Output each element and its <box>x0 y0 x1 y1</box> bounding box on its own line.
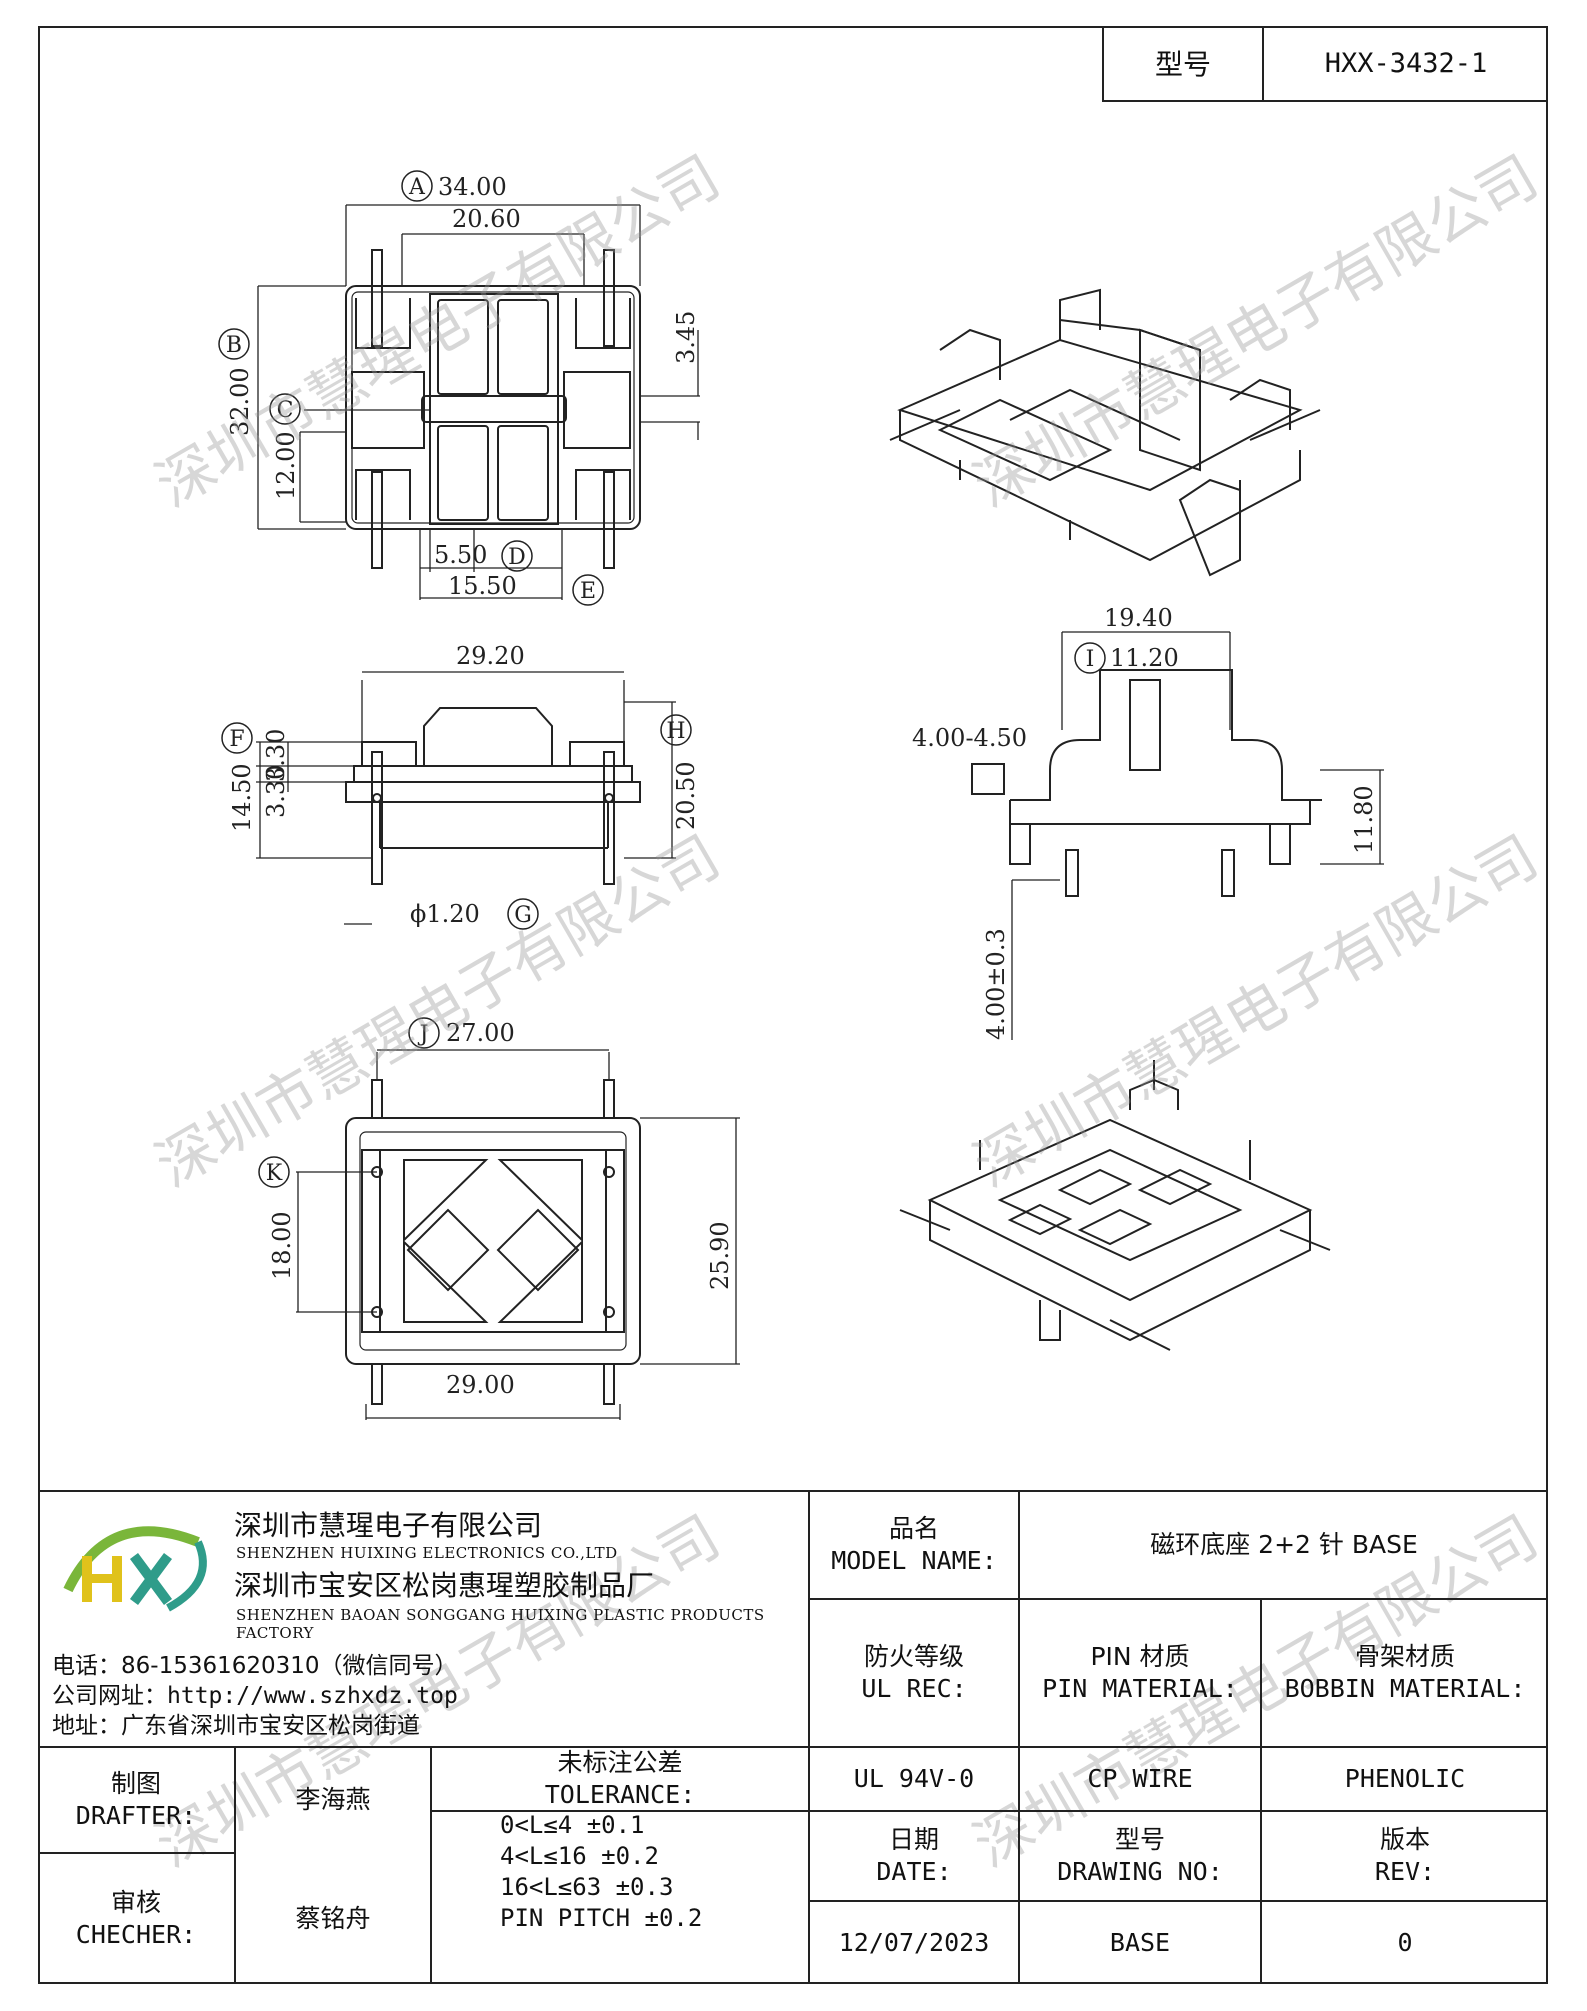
company-name-cn: 深圳市慧瑆电子有限公司 <box>234 1509 543 1542</box>
dim-c: 12.00 <box>272 431 300 500</box>
dim-f2: 3.30 <box>262 765 290 818</box>
bobbin-material-label: 骨架材质 BOBBIN MATERIAL: <box>1284 1642 1526 1703</box>
company-address: 地址：广东省深圳市宝安区松岗街道 <box>52 1713 420 1739</box>
mark-a: A <box>408 175 426 200</box>
model-value: HXX-3432-1 <box>1324 47 1488 79</box>
factory-name-en: SHENZHEN BAOAN SONGGANG HUIXING PLASTIC … <box>236 1606 765 1642</box>
top-iso-view <box>889 288 1321 577</box>
mark-i: I <box>1086 647 1095 672</box>
mark-d: D <box>508 545 526 570</box>
model-name-value: 磁环底座 2+2 针 BASE <box>1150 1530 1418 1559</box>
side-view <box>971 631 1384 1040</box>
rev-value: 0 <box>1397 1928 1413 1957</box>
dim-side-top: 19.40 <box>1104 604 1173 632</box>
model-label: 型号 <box>1104 26 1264 100</box>
drawing-sheet-border <box>38 26 1548 1984</box>
company-info: 深圳市慧瑆电子有限公司 SHENZHEN HUIXING ELECTRONICS… <box>38 1490 808 1748</box>
bottom-view <box>296 1049 740 1420</box>
mark-b: B <box>226 333 242 358</box>
mark-j: J <box>418 1022 429 1047</box>
factory-name-cn: 深圳市宝安区松岗惠瑆塑胶制品厂 <box>234 1569 655 1602</box>
date-label: 日期 DATE: <box>876 1825 952 1886</box>
dim-k: 18.00 <box>268 1211 296 1280</box>
drafter-label: 制图 DRAFTER: <box>75 1769 197 1830</box>
dim-bottom: 29.00 <box>446 1371 515 1399</box>
model-number-box: 型号 HXX-3432-1 <box>1102 26 1548 102</box>
dim-a: 34.00 <box>438 173 507 201</box>
bobbin-material-value: PHENOLIC <box>1344 1764 1466 1793</box>
mark-f: F <box>229 727 244 752</box>
tolerance-line: 16<L≤63 ±0.3 <box>500 1873 674 1901</box>
dim-h: 20.50 <box>672 761 700 830</box>
top-view <box>257 204 700 600</box>
tolerance-line: 0<L≤4 ±0.1 <box>500 1811 645 1839</box>
mark-g: G <box>514 903 532 928</box>
ul-value: UL 94V-0 <box>853 1764 975 1793</box>
dim-front-top: 29.20 <box>456 642 525 670</box>
mark-circles <box>218 170 1106 1188</box>
dim-j: 27.00 <box>446 1019 515 1047</box>
dim-i: 11.20 <box>1110 644 1179 672</box>
dim-front-left: 14.50 <box>228 763 256 832</box>
mark-h: H <box>666 719 685 744</box>
dim-e: 15.50 <box>448 572 517 600</box>
company-phone: 电话：86-15361620310（微信同号） <box>52 1653 458 1679</box>
tolerance-line: PIN PITCH ±0.2 <box>500 1904 703 1932</box>
rev-label: 版本 REV: <box>1374 1825 1436 1886</box>
drafter-value: 李海燕 <box>295 1785 371 1814</box>
model-name-label: 品名 MODEL NAME: <box>831 1514 997 1575</box>
checker-value: 蔡铭舟 <box>295 1904 371 1933</box>
dim-g: ϕ1.20 <box>410 900 480 928</box>
dim-inner: 20.60 <box>452 205 521 233</box>
dim-slot: 4.00-4.50 <box>912 724 1027 752</box>
dim-bottom-right: 25.90 <box>706 1221 734 1290</box>
drawing-no-label: 型号 DRAWING NO: <box>1057 1825 1223 1886</box>
bottom-iso-view <box>899 1060 1331 1351</box>
ul-label: 防火等级 UL REC: <box>861 1642 967 1703</box>
mark-c: C <box>277 398 294 423</box>
company-logo <box>63 1526 207 1612</box>
dim-b: 32.00 <box>226 367 254 436</box>
dim-pin: 4.00±0.3 <box>982 928 1010 1040</box>
dim-top-right: 3.45 <box>672 311 700 364</box>
dim-f: 3.30 <box>262 729 290 782</box>
tolerance-line: 4<L≤16 ±0.2 <box>500 1842 659 1870</box>
company-name-en: SHENZHEN HUIXING ELECTRONICS CO.,LTD <box>236 1544 618 1562</box>
checker-label: 审核 CHECHER: <box>75 1888 197 1949</box>
mark-e: E <box>580 579 596 604</box>
front-view <box>256 671 676 925</box>
dim-side-right: 11.80 <box>1350 785 1378 854</box>
dim-d: 5.50 <box>434 541 487 569</box>
company-website: 公司网址：http://www.szhxdz.top <box>52 1683 458 1709</box>
tolerance-label: 未标注公差 TOLERANCE: <box>544 1748 696 1809</box>
pin-material-value: CP WIRE <box>1087 1764 1193 1793</box>
drawing-no-value: BASE <box>1109 1928 1171 1957</box>
pin-material-label: PIN 材质 PIN MATERIAL: <box>1042 1642 1238 1703</box>
mark-k: K <box>266 1161 283 1186</box>
date-value: 12/07/2023 <box>838 1928 990 1957</box>
tolerance-table: 0<L≤4 ±0.1 4<L≤16 ±0.2 16<L≤63 ±0.3 PIN … <box>500 1810 702 1934</box>
title-block: 深圳市慧瑆电子有限公司 SHENZHEN HUIXING ELECTRONICS… <box>38 1490 1548 1984</box>
